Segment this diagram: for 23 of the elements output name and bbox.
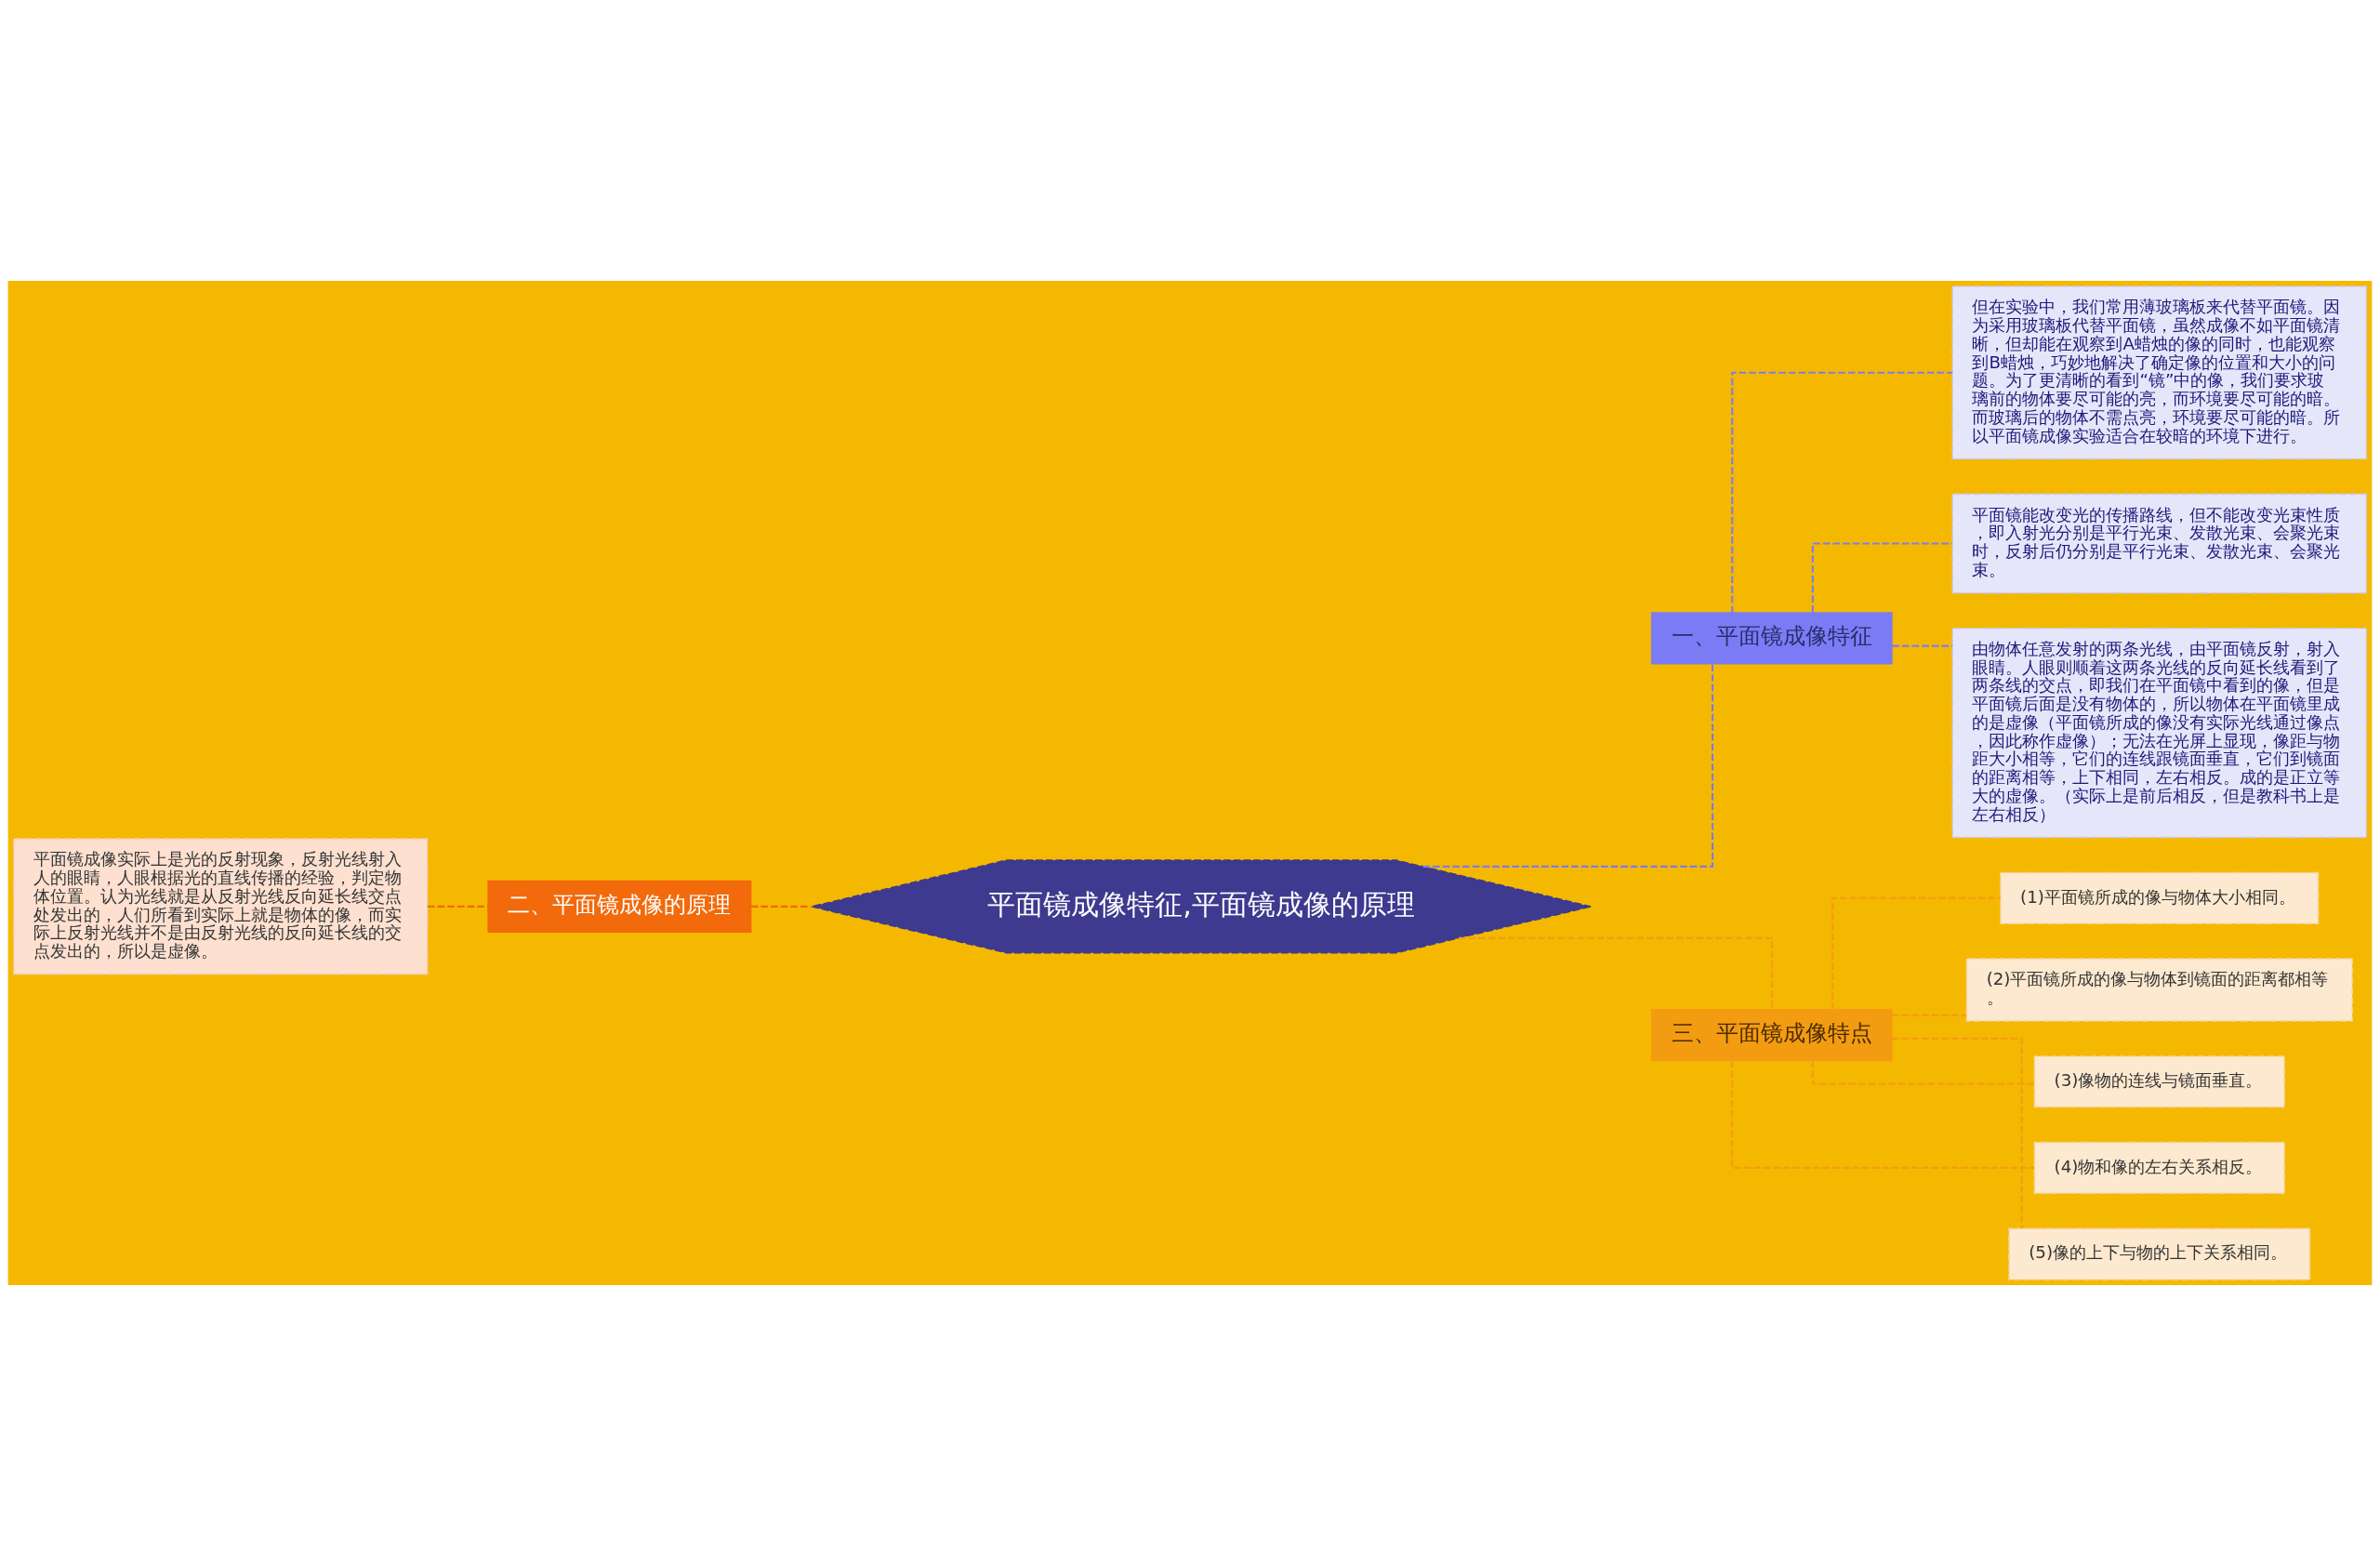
node-box: 二、平面镜成像的原理 [487, 880, 752, 933]
node-box: 由物体任意发射的两条光线，由平面镜反射，射入眼睛。人眼则顺着这两条光线的反向延长线看到了两条线的交点，即我们在平面镜中看到的像，但是平面镜后面是没有物体的，所以物体在平面镜里成的是虚像（平面镜所成的像没有实际光线通过像点，因此称作虚像）；无法在光屏上显现，像距与物距大小相等，它们的连线跟镜面垂直，它们到镜面的距离相等，上下相同，左右相反。成的是正立等大的虚像。（实际上是前后相反，但是教科书上是左右相反） [1951, 627, 2368, 838]
connector [1458, 936, 1773, 1010]
connector [1892, 644, 1953, 647]
node-box: 三、平面镜成像特点 [1650, 1008, 1893, 1061]
connector [1811, 541, 1952, 612]
node-box: (1)平面镜所成的像与物体大小相同。 [2000, 871, 2320, 924]
node-box: (2)平面镜所成的像与物体到镜面的距离都相等。 [1965, 957, 2353, 1022]
node-box: (4)物和像的左右关系相反。 [2033, 1141, 2285, 1194]
connector [1731, 1060, 2034, 1169]
node-box: 但在实验中，我们常用薄玻璃板来代替平面镜。因为采用玻璃板代替平面镜，虽然成像不如平面镜清晰，但却能在观察到A蜡烛的像的同时，也能观察到B蜡烛，巧妙地解决了确定像的位置和大小的问题。为了更清晰的看到“镜”中的像，我们要求玻璃前的物体要尽可能的亮，而环境要尽可能的暗。而玻璃后的物体不需点亮，环境要尽可能的暗。所以平面镜成像实验适合在较暗的环境下进行。 [1951, 285, 2368, 459]
connector [1731, 371, 1952, 613]
connector [751, 905, 812, 908]
node-box: (3)像物的连线与镜面垂直。 [2033, 1054, 2285, 1107]
node-box: 平面镜成像实际上是光的反射现象，反射光线射入人的眼睛，人眼根据光的直线传播的经验，判定物体位置。认为光线就是从反射光线反向延长线交点处发出的，人们所看到实际上就是物体的像，而实际上反射光线并不是由反射光线的反向延长线的交点发出的，所以是虚像。 [12, 837, 429, 975]
node-box: 平面镜能改变光的传播路线，但不能改变光束性质，即入射光分别是平行光束、发散光束、会聚光束时，反射后仍分别是平行光束、发散光束、会聚光束。 [1951, 493, 2368, 593]
connector [1422, 663, 1714, 868]
node-box: (5)像的上下与物的上下关系相同。 [2008, 1227, 2311, 1280]
connector [1892, 1037, 2023, 1228]
connector [428, 905, 488, 908]
connector [1811, 1060, 2035, 1085]
connector [1831, 896, 2001, 1009]
node-box: 一、平面镜成像特征 [1650, 611, 1893, 664]
